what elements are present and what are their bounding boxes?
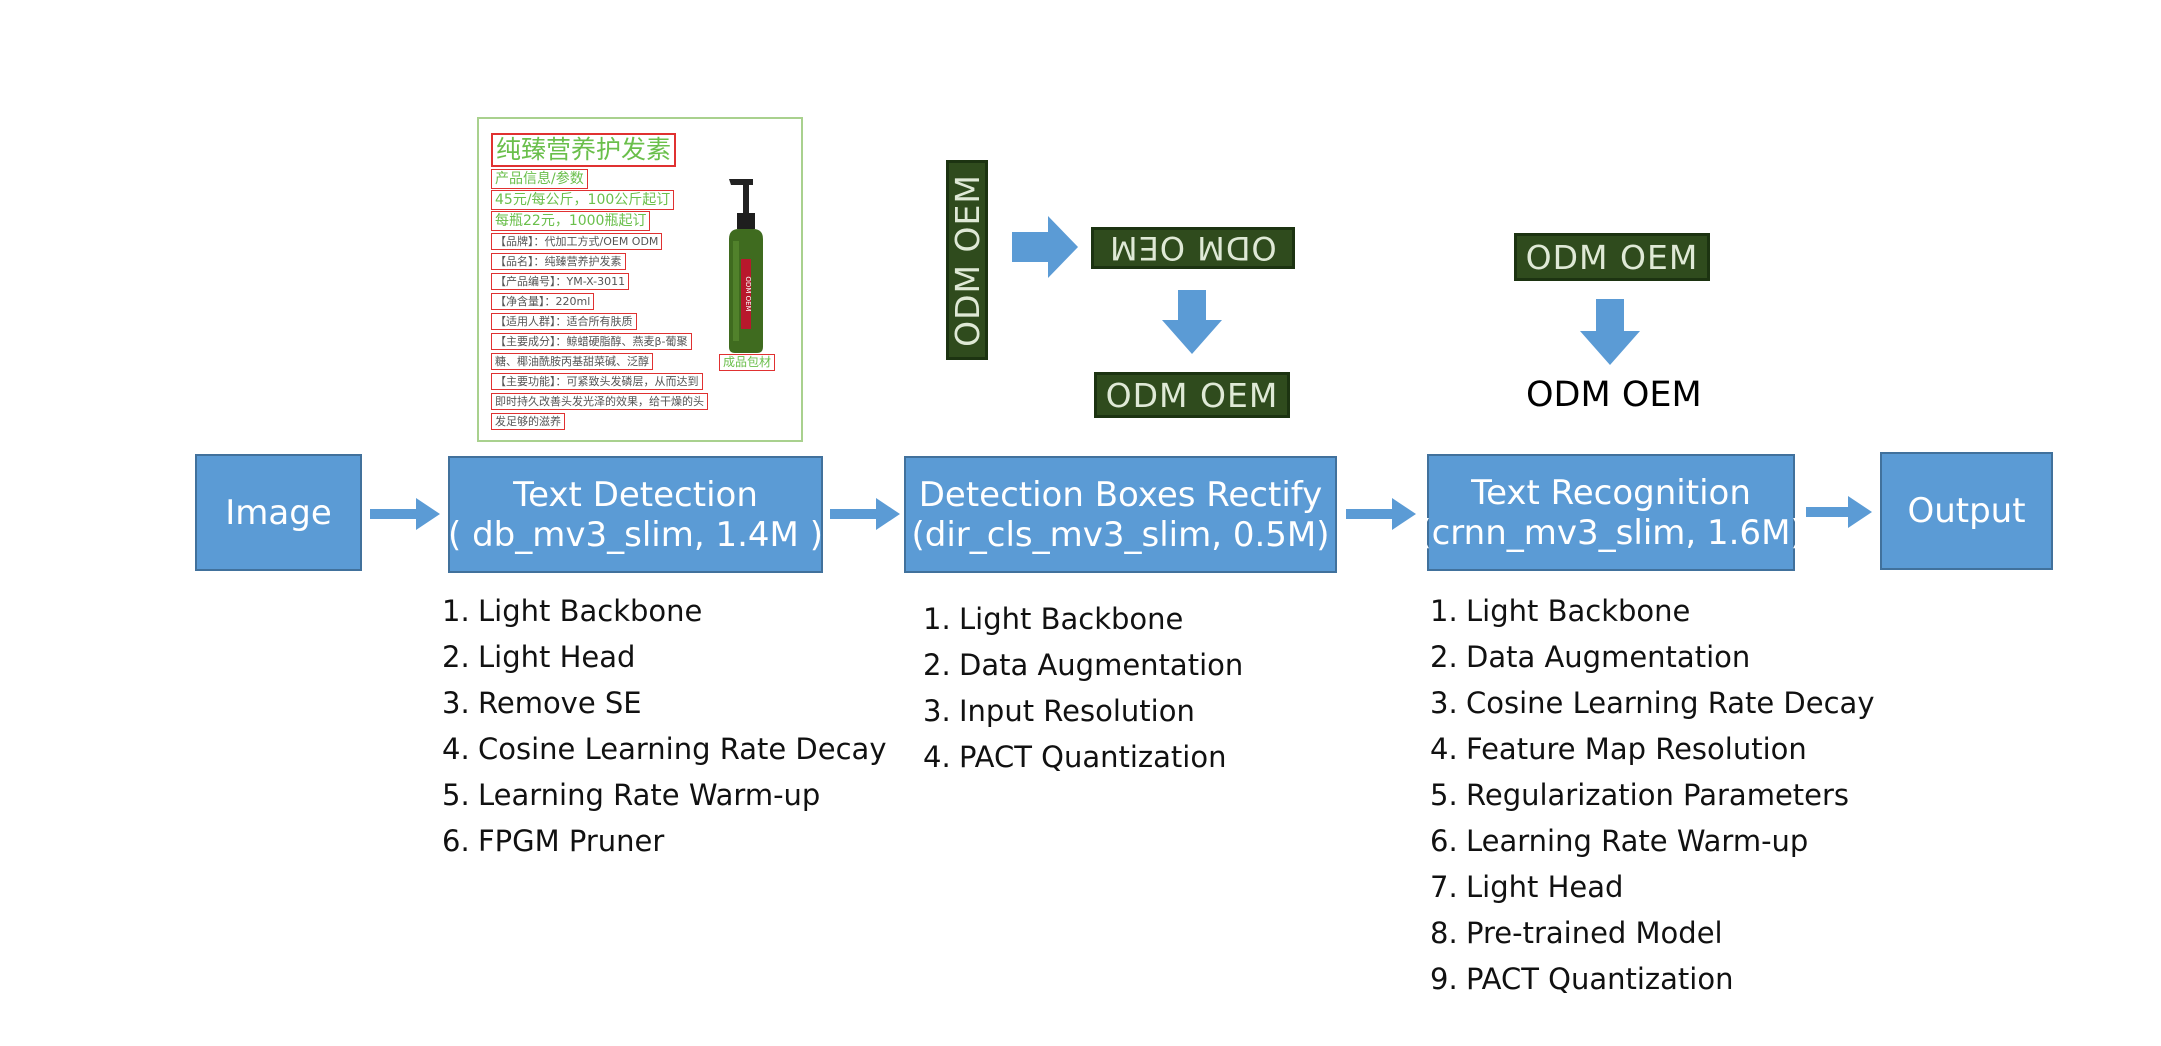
list-item: 6.FPGM Pruner xyxy=(442,824,665,858)
list-item: 3.Cosine Learning Rate Decay xyxy=(1430,686,1875,720)
rectify-title: Detection Boxes Rectify xyxy=(918,474,1323,515)
list-item: 4.Cosine Learning Rate Decay xyxy=(442,732,887,766)
list-item: 7.Light Head xyxy=(1430,870,1624,904)
crop-vertical: ODM OEM xyxy=(946,160,988,360)
image-box-label: Image xyxy=(225,492,332,533)
list-item: 3.Input Resolution xyxy=(923,694,1195,728)
recognized-result: ODM OEM xyxy=(1526,375,1702,415)
list-item: 4.Feature Map Resolution xyxy=(1430,732,1807,766)
list-item: 1.Light Backbone xyxy=(1430,594,1691,628)
crop-flipped: ODM OEM xyxy=(1091,227,1295,269)
product-line: 【主要功能】：可紧致头发磷层，从而达到 xyxy=(491,373,703,390)
list-item: 5.Regularization Parameters xyxy=(1430,778,1850,812)
crop-recognition-text: ODM OEM xyxy=(1525,237,1699,277)
detection-techniques-list: 1.Light Backbone 2.Light Head 3.Remove S… xyxy=(442,588,886,864)
product-line: 每瓶22元，1000瓶起订 xyxy=(491,211,651,231)
text-recognition-title: Text Recognition xyxy=(1471,472,1751,513)
list-item: 1.Light Backbone xyxy=(442,594,703,628)
text-recognition-box: Text Recognition (crnn_mv3_slim, 1.6M) xyxy=(1418,454,1804,571)
product-line: 【品名】：纯臻营养护发素 xyxy=(491,253,626,270)
product-line: 产品信息/参数 xyxy=(491,169,588,189)
arrow-right-icon xyxy=(1806,496,1872,528)
list-item: 8.Pre-trained Model xyxy=(1430,916,1723,950)
product-line: 发足够的滋养 xyxy=(491,413,565,430)
rectify-model: (dir_cls_mv3_slim, 0.5M) xyxy=(911,514,1330,555)
text-detection-box: Text Detection ( db_mv3_slim, 1.4M ) xyxy=(448,456,823,573)
rectify-box: Detection Boxes Rectify (dir_cls_mv3_sli… xyxy=(904,456,1337,573)
text-detection-title: Text Detection xyxy=(513,474,758,515)
output-box: Output xyxy=(1880,452,2053,570)
recognition-techniques-list: 1.Light Backbone 2.Data Augmentation 3.C… xyxy=(1430,588,1874,1002)
product-title: 纯臻营养护发素 xyxy=(491,133,677,167)
arrow-right-icon xyxy=(370,498,440,530)
crop-vertical-text: ODM OEM xyxy=(947,173,987,347)
product-line: 45元/每公斤，100公斤起订 xyxy=(491,190,675,210)
arrow-right-icon xyxy=(1346,498,1416,530)
list-item: 6.Learning Rate Warm-up xyxy=(1430,824,1809,858)
product-line: 【产品编号】：YM-X-3011 xyxy=(491,273,630,290)
product-line: 【适用人群】：适合所有肤质 xyxy=(491,313,637,330)
crop-recognition-input: ODM OEM xyxy=(1514,233,1710,281)
list-item: 9.PACT Quantization xyxy=(1430,962,1734,996)
list-item: 2.Data Augmentation xyxy=(923,648,1244,682)
product-line: 【主要成分】：鲸蜡硬脂醇、燕麦β-葡聚 xyxy=(491,333,692,350)
list-item: 1.Light Backbone xyxy=(923,602,1184,636)
bottle-icon: ODM OEM xyxy=(729,179,763,353)
product-line: 【品牌】：代加工方式/OEM ODM xyxy=(491,233,663,250)
list-item: 5.Learning Rate Warm-up xyxy=(442,778,821,812)
bottle-label: ODM OEM xyxy=(744,276,752,311)
arrow-down-icon xyxy=(1162,290,1222,354)
product-line: 【净含量】：220ml xyxy=(491,293,595,310)
arrow-right-icon xyxy=(830,498,900,530)
arrow-down-icon xyxy=(1580,299,1640,365)
crop-flipped-text: ODM OEM xyxy=(1109,229,1277,267)
product-tag: 成品包材 xyxy=(719,354,776,371)
list-item: 2.Light Head xyxy=(442,640,636,674)
input-product-image: 纯臻营养护发素 产品信息/参数 45元/每公斤，100公斤起订 每瓶22元，10… xyxy=(477,117,803,442)
list-item: 2.Data Augmentation xyxy=(1430,640,1751,674)
list-item: 3.Remove SE xyxy=(442,686,642,720)
output-box-label: Output xyxy=(1907,491,2026,531)
rectify-techniques-list: 1.Light Backbone 2.Data Augmentation 3.I… xyxy=(923,596,1243,780)
text-recognition-model: (crnn_mv3_slim, 1.6M) xyxy=(1418,512,1804,553)
list-item: 4.PACT Quantization xyxy=(923,740,1227,774)
crop-rectified-text: ODM OEM xyxy=(1105,375,1279,415)
image-box: Image xyxy=(195,454,362,571)
crop-rectified: ODM OEM xyxy=(1094,372,1290,418)
product-line: 即时持久改善头发光泽的效果，给干燥的头 xyxy=(491,393,708,410)
product-line: 糖、椰油酰胺丙基甜菜碱、泛醇 xyxy=(491,353,653,370)
arrow-right-icon xyxy=(1012,216,1078,278)
text-detection-model: ( db_mv3_slim, 1.4M ) xyxy=(448,514,823,555)
